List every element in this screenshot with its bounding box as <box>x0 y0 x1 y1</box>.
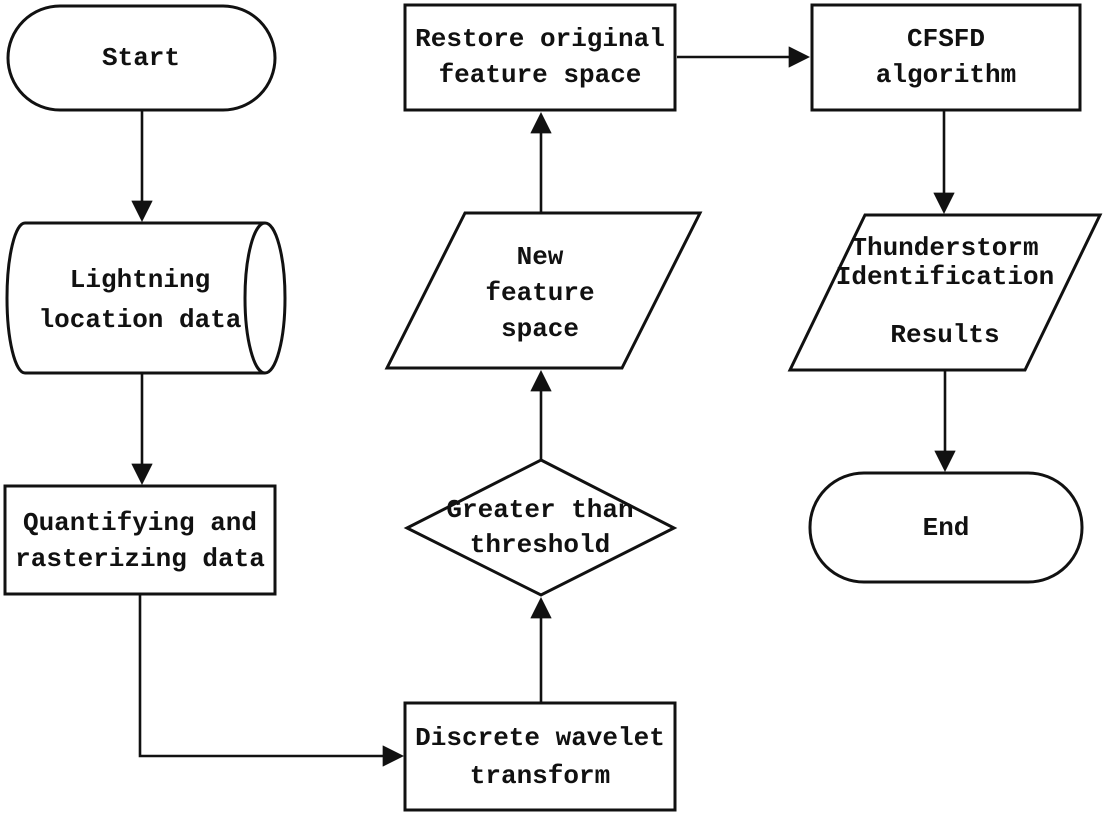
dwt-node-label: Discrete wavelet transform <box>415 723 665 791</box>
results-node <box>787 213 1103 372</box>
threshold-decision-node-label: Greater than threshold <box>446 495 634 560</box>
quantify-node <box>3 484 277 596</box>
results-node-label: Thunderstorm Identification Results <box>835 233 1055 350</box>
quantify-node-label: Quantifying and rasterizing data <box>15 508 265 574</box>
restore-node <box>403 3 677 112</box>
end-node-label: End <box>922 513 970 543</box>
dwt-node <box>403 701 677 812</box>
start-node-label: Start <box>101 43 181 73</box>
new-feature-space-node-label: New feature space <box>485 242 595 344</box>
end-node <box>808 471 1084 584</box>
cfsfd-node <box>810 3 1082 112</box>
restore-node-label: Restore original feature space <box>415 24 665 90</box>
cfsfd-node-label: CFSFD algorithm <box>875 24 1017 90</box>
edge-quantify-to-dwt <box>138 595 404 767</box>
start-node <box>6 4 277 112</box>
lightning-data-node-label: Lightning location data <box>38 265 242 335</box>
lightning-data-node-cap <box>243 221 266 375</box>
threshold-decision-node <box>403 458 678 597</box>
new-feature-space-node <box>384 211 703 370</box>
